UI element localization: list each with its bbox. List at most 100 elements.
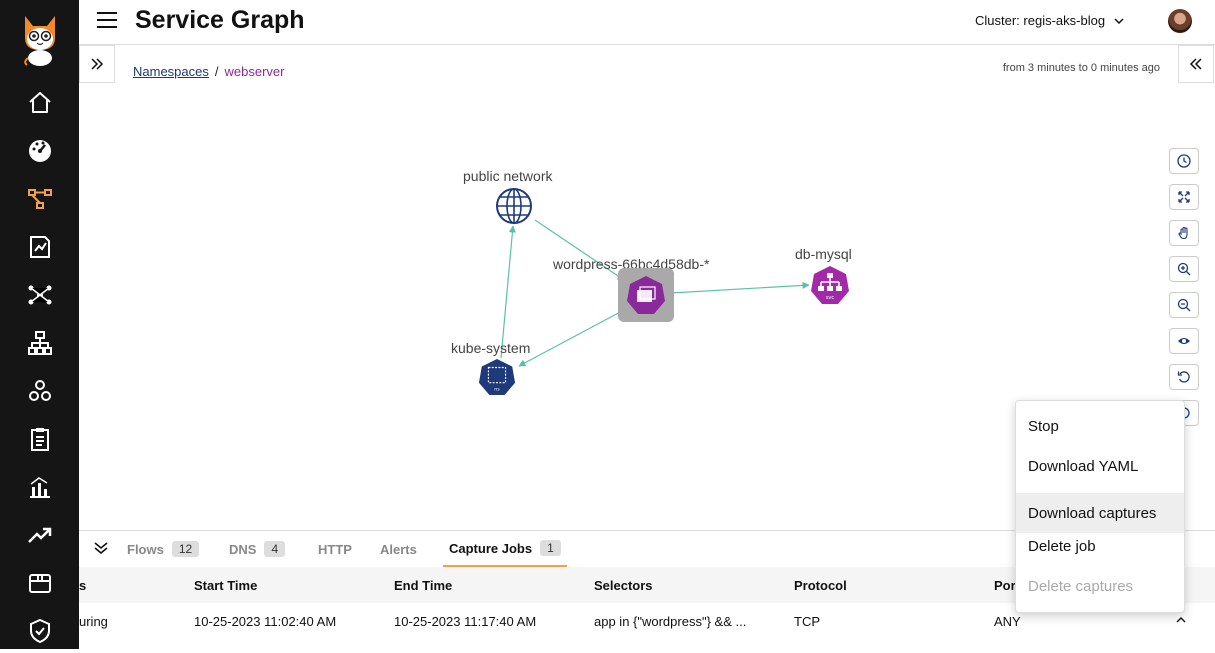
node-label-db-mysql: db-mysql — [795, 246, 852, 262]
cell-end-time: 10-25-2023 11:17:40 AM — [394, 613, 537, 629]
edge-wordpress-to-kube — [518, 309, 625, 367]
edge-kube-to-public — [500, 225, 516, 359]
zoom-in-button[interactable] — [1169, 256, 1199, 282]
chevron-down-icon — [1114, 17, 1124, 24]
cell-selectors: app in {"wordpress"} && ... — [594, 613, 747, 629]
column-header-end-time: End Time — [394, 577, 453, 593]
breadcrumb-namespaces-link[interactable]: Namespaces — [133, 64, 209, 79]
zoom-in-icon — [1177, 262, 1191, 276]
cell-status: uring — [79, 613, 108, 629]
count-badge: 4 — [264, 541, 286, 557]
sidebar-item-cluster[interactable] — [0, 369, 79, 413]
avatar[interactable] — [1168, 9, 1192, 33]
breadcrumb-current: webserver — [224, 64, 285, 79]
column-header-port: Por — [994, 577, 1016, 593]
capture-job-menu: Stop Download YAML Download captures Del… — [1015, 400, 1185, 613]
menu-item-stop[interactable]: Stop — [1028, 417, 1059, 435]
sidebar-item-service-graph[interactable] — [0, 177, 79, 221]
fit-view-button[interactable] — [1169, 184, 1199, 210]
reset-icon — [1177, 371, 1190, 383]
service-graph-canvas[interactable]: public network wordpress-66bc4d58db-* db… — [79, 84, 1215, 530]
globe-icon[interactable] — [495, 187, 533, 225]
tab-dns[interactable]: DNS 4 — [229, 531, 286, 567]
visibility-button[interactable] — [1169, 328, 1199, 354]
sidebar-item-clipboard[interactable] — [0, 417, 79, 461]
tab-capture-jobs[interactable]: Capture Jobs 1 — [443, 531, 567, 567]
column-header-selectors: Selectors — [594, 577, 653, 593]
zoom-out-icon — [1177, 298, 1191, 312]
policy-board-icon — [29, 236, 50, 258]
chevron-up-icon[interactable] — [1175, 615, 1187, 625]
expand-left-panel-button[interactable] — [79, 45, 115, 83]
home-icon — [28, 92, 51, 113]
menu-icon[interactable] — [97, 12, 117, 30]
time-range-label: from 3 minutes to 0 minutes ago — [1002, 62, 1160, 74]
cell-protocol: TCP — [794, 613, 820, 629]
cluster-selector[interactable]: Cluster: regis-aks-blog — [975, 13, 1125, 28]
tab-label: HTTP — [318, 541, 352, 557]
svc-icon[interactable]: svc — [810, 265, 850, 305]
sidebar-item-network[interactable] — [0, 273, 79, 317]
count-badge: 12 — [171, 541, 200, 557]
namespace-icon[interactable]: ns — [478, 357, 516, 397]
menu-item-download-captures[interactable]: Download captures — [1016, 493, 1184, 533]
cluster-icon — [28, 380, 51, 401]
ns-badge: ns — [494, 387, 500, 392]
sidebar-item-home[interactable] — [0, 81, 79, 125]
page-title: Service Graph — [135, 6, 305, 34]
time-button[interactable] — [1169, 148, 1199, 174]
breadcrumb: Namespaces / webserver — [133, 64, 284, 79]
chart-icon — [29, 477, 50, 498]
tab-bar: Flows 12 DNS 4 HTTP Alerts Capture Jobs … — [79, 531, 1215, 567]
menu-item-delete-captures: Delete captures — [1028, 577, 1134, 595]
zoom-out-button[interactable] — [1169, 292, 1199, 318]
shield-icon — [29, 618, 50, 644]
pan-button[interactable] — [1169, 220, 1199, 246]
sidebar-item-trend[interactable] — [0, 513, 79, 557]
network-icon — [28, 285, 51, 305]
sidebar-item-shield[interactable] — [0, 609, 79, 653]
column-header-protocol: Protocol — [794, 577, 847, 593]
tab-http[interactable]: HTTP — [318, 531, 352, 567]
hierarchy-icon — [27, 331, 52, 355]
cell-start-time: 10-25-2023 11:02:40 AM — [194, 613, 337, 629]
svc-badge: svc — [826, 295, 835, 301]
hand-icon — [1178, 226, 1188, 240]
clock-icon — [1177, 154, 1191, 168]
breadcrumb-separator: / — [214, 64, 219, 79]
wordpress-node-highlight[interactable] — [618, 268, 674, 322]
column-header-start-time: Start Time — [194, 577, 258, 593]
reset-button[interactable] — [1169, 364, 1199, 390]
node-label-public-network: public network — [463, 168, 553, 184]
tab-label: DNS — [229, 541, 257, 557]
top-bar: Service Graph Cluster: regis-aks-blog — [79, 0, 1215, 45]
sidebar-item-dashboard[interactable] — [0, 129, 79, 173]
box-icon — [28, 574, 51, 593]
sidebar-item-hierarchy[interactable] — [0, 321, 79, 365]
table-row[interactable]: uring 10-25-2023 11:02:40 AM 10-25-2023 … — [79, 603, 1215, 641]
sidebar-item-chart[interactable] — [0, 465, 79, 509]
menu-item-download-yaml[interactable]: Download YAML — [1028, 457, 1139, 475]
deployment-icon — [627, 276, 665, 314]
cell-port: ANY — [994, 613, 1021, 629]
dashboard-icon — [28, 140, 51, 162]
double-chevron-left-icon — [1189, 58, 1202, 70]
count-badge: 1 — [540, 540, 561, 556]
cluster-label: Cluster: regis-aks-blog — [975, 13, 1106, 28]
menu-item-delete-job[interactable]: Delete job — [1028, 537, 1096, 555]
edge-public-to-wordpress — [534, 219, 625, 281]
tab-flows[interactable]: Flows 12 — [127, 531, 200, 567]
cat-logo-icon[interactable] — [21, 12, 59, 66]
tab-alerts[interactable]: Alerts — [380, 531, 417, 567]
double-chevron-right-icon — [91, 58, 104, 70]
sidebar-item-box[interactable] — [0, 561, 79, 605]
edge-wordpress-to-db — [670, 281, 810, 294]
expand-right-panel-button[interactable] — [1178, 45, 1214, 83]
service-graph-icon — [27, 189, 52, 209]
tab-label: Capture Jobs — [449, 540, 533, 556]
tab-label: Alerts — [380, 541, 417, 557]
clipboard-icon — [30, 428, 49, 451]
eye-icon — [1178, 338, 1190, 344]
sidebar-item-policy-board[interactable] — [0, 225, 79, 269]
double-chevron-down-icon[interactable] — [93, 540, 109, 556]
